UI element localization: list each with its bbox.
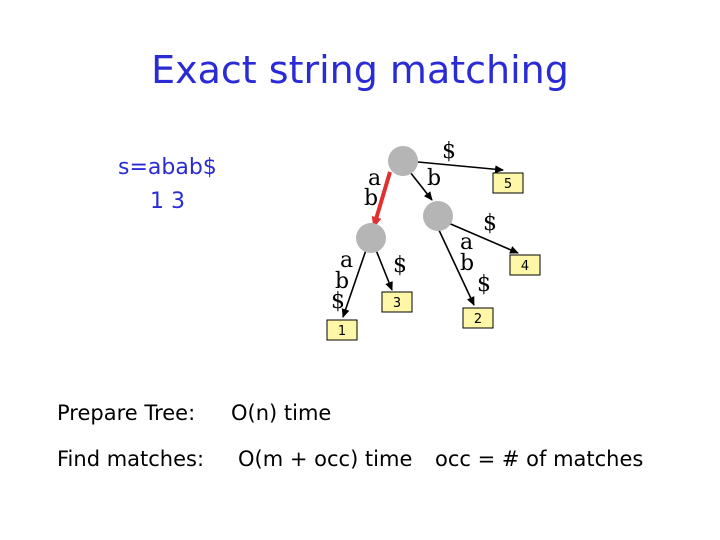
string-definition: s=abab$: [118, 155, 217, 180]
edge-label-right-dollar: $: [483, 211, 497, 236]
match-positions: 1 3: [150, 189, 185, 214]
leaf-1-label: 1: [338, 324, 346, 339]
edge-label-left-dollar: $: [331, 289, 345, 314]
edge-label-root-right-b: b: [427, 166, 441, 191]
edge-left-to-leaf3: [375, 249, 393, 291]
tree-node-right: [423, 201, 453, 231]
leaf-4-label: 4: [521, 259, 529, 274]
edge-label-right-tail-dollar: $: [477, 272, 491, 297]
edge-right-to-leaf2: [437, 227, 475, 306]
leaf-3-box: [381, 291, 413, 313]
find-label: Find matches:: [57, 447, 205, 471]
prepare-label: Prepare Tree:: [57, 401, 196, 425]
tree-node-left: [356, 223, 386, 253]
edge-label-right-b: b: [460, 251, 474, 276]
tree-node-root: [388, 146, 418, 176]
edge-label-root-left-b: b: [364, 186, 378, 211]
edge-label-left-a: a: [340, 248, 353, 273]
edge-label-left-right-dollar: $: [393, 253, 407, 278]
leaf-2-label: 2: [474, 312, 482, 327]
edge-right-to-leaf4: [445, 221, 519, 254]
edge-label-left-b: b: [335, 269, 349, 294]
prepare-value: O(n) time: [231, 401, 332, 425]
edge-root-to-left-highlight: [371, 171, 392, 228]
leaf-5-box: [492, 172, 524, 194]
edge-left-to-leaf1: [341, 249, 367, 318]
leaf-1-box: [326, 319, 358, 341]
leaf-4-box: [509, 254, 541, 276]
find-value: O(m + occ) time: [238, 447, 413, 471]
occ-note: occ = # of matches: [435, 447, 644, 471]
leaf-2-box: [462, 307, 494, 329]
leaf-5-label: 5: [504, 177, 512, 192]
edge-root-to-right: [409, 171, 433, 201]
edge-label-right-a: a: [460, 230, 473, 255]
edge-label-root-left-a: a: [368, 166, 381, 191]
leaf-3-label: 3: [393, 296, 401, 311]
page-title: Exact string matching: [151, 48, 569, 92]
edge-root-to-leaf5: [417, 161, 504, 174]
edge-label-root-top-dollar: $: [442, 139, 456, 164]
